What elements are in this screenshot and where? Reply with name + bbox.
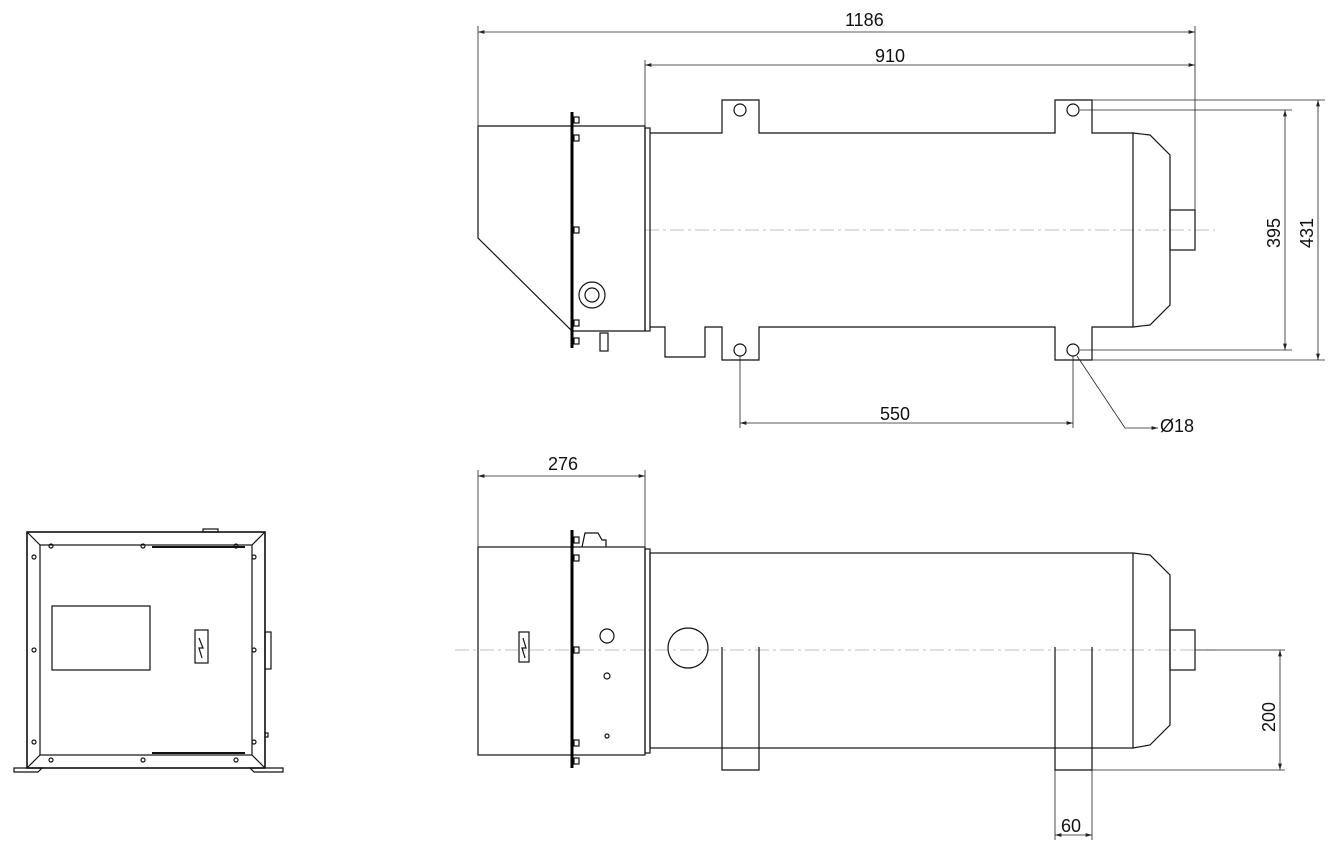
base-feet [13, 767, 284, 773]
inlet-port [667, 627, 709, 669]
end-cap [1132, 552, 1171, 749]
dim-housing-depth: 276 [548, 454, 578, 474]
display-window [51, 605, 151, 671]
tank-body [649, 552, 1134, 749]
mounting-foot [721, 647, 760, 771]
dim-foot-height: 200 [1259, 702, 1279, 732]
dim-mount-spacing: 550 [880, 404, 910, 424]
outlet [1169, 209, 1196, 251]
control-housing [477, 546, 646, 756]
side-view: 276 200 60 [455, 454, 1285, 840]
dim-mount-outer: 431 [1297, 218, 1317, 248]
dim-overall-length: 1186 [845, 10, 884, 30]
dim-tank-length: 910 [875, 46, 905, 66]
connector [599, 332, 609, 352]
cable-gland [578, 281, 606, 309]
cover-screws [31, 543, 257, 763]
top-view: 1186 910 395 431 550 Ø18 [477, 10, 1325, 436]
warning-label [518, 631, 530, 663]
sensor-port [599, 628, 615, 644]
top-fitting [581, 532, 607, 548]
dim-hole-diameter: Ø18 [1160, 416, 1194, 436]
front-view [13, 528, 284, 773]
control-housing [477, 125, 646, 332]
warning-label [194, 629, 209, 664]
flange-tabs [573, 116, 580, 345]
tank-body [650, 99, 1134, 361]
dim-foot-width: 60 [1061, 816, 1081, 836]
dim-mount-inner: 395 [1264, 218, 1284, 248]
mounting-foot [1054, 647, 1093, 771]
